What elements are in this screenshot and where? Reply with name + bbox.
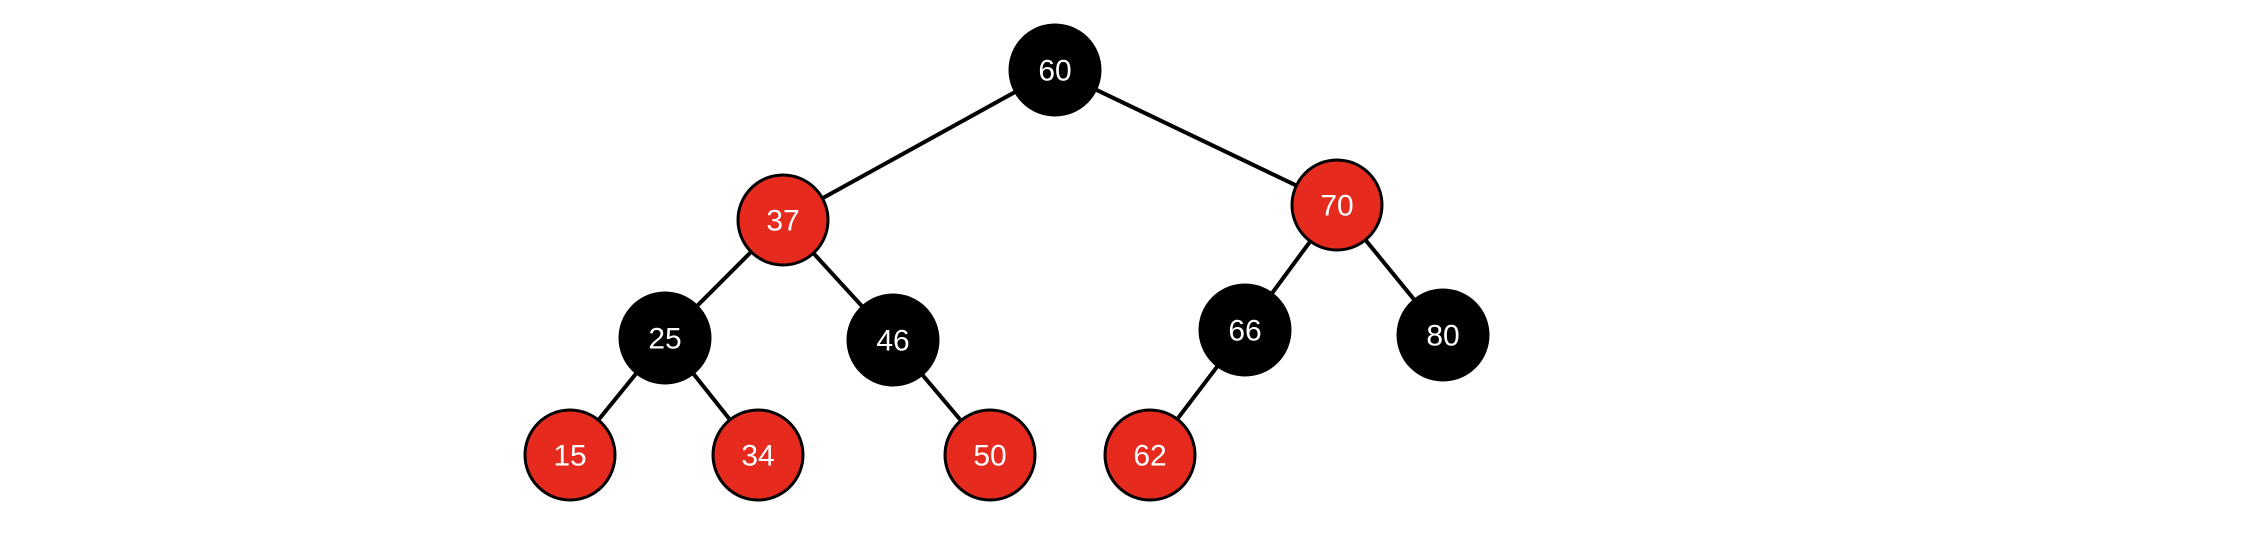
tree-node-70[interactable]: 70 [1290, 158, 1384, 252]
tree-edge-25-15 [594, 368, 641, 425]
tree-edge-70-66 [1267, 236, 1315, 299]
node-circle-80[interactable] [1396, 288, 1490, 382]
tree-node-66[interactable]: 66 [1198, 283, 1292, 377]
node-circle-25[interactable] [618, 291, 712, 385]
node-circle-62[interactable] [1103, 408, 1197, 502]
tree-node-80[interactable]: 80 [1396, 288, 1490, 382]
tree-node-25[interactable]: 25 [618, 291, 712, 385]
tree-node-37[interactable]: 37 [736, 173, 830, 267]
tree-edge-37-46 [809, 248, 867, 312]
node-circle-70[interactable] [1290, 158, 1384, 252]
tree-edge-70-80 [1361, 235, 1419, 305]
tree-node-34[interactable]: 34 [711, 408, 805, 502]
tree-node-50[interactable]: 50 [943, 408, 1037, 502]
node-circle-37[interactable] [736, 173, 830, 267]
tree-edges-layer [594, 86, 1419, 425]
tree-edge-60-70 [1090, 86, 1302, 189]
node-circle-15[interactable] [523, 408, 617, 502]
tree-edge-60-37 [817, 88, 1021, 202]
tree-edge-66-62 [1173, 361, 1222, 424]
node-circle-60[interactable] [1008, 23, 1102, 117]
tree-node-15[interactable]: 15 [523, 408, 617, 502]
tree-node-60[interactable]: 60 [1008, 23, 1102, 117]
tree-node-62[interactable]: 62 [1103, 408, 1197, 502]
node-circle-34[interactable] [711, 408, 805, 502]
tree-edge-37-25 [692, 247, 756, 311]
node-circle-46[interactable] [846, 293, 940, 387]
node-circle-50[interactable] [943, 408, 1037, 502]
tree-edge-25-34 [689, 368, 734, 425]
tree-edge-46-50 [918, 370, 965, 425]
tree-node-46[interactable]: 46 [846, 293, 940, 387]
node-circle-66[interactable] [1198, 283, 1292, 377]
